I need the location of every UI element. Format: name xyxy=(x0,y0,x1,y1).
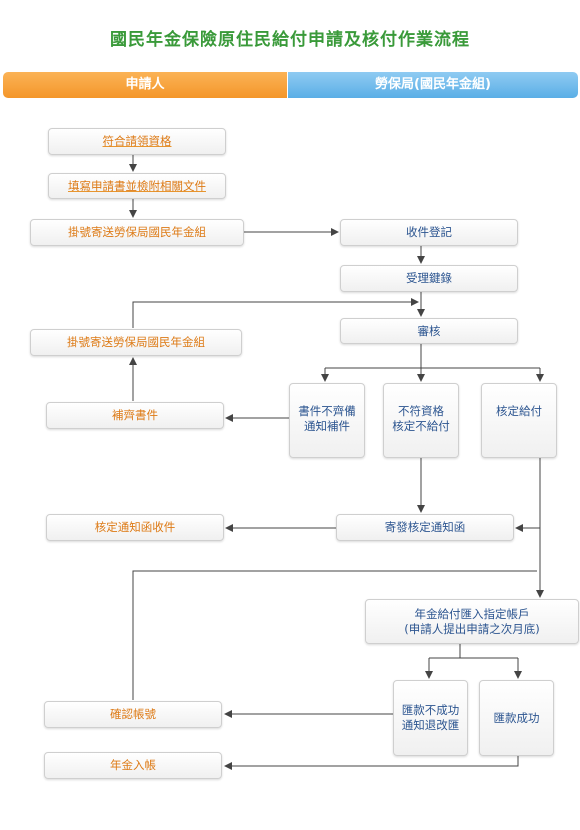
node-remit-fail: 匯款不成功通知退改匯 xyxy=(393,680,468,756)
node-supplement: 補齊書件 xyxy=(46,402,224,429)
node-pension-credited: 年金入帳 xyxy=(44,752,222,779)
remit-fail-line-1: 匯款不成功 xyxy=(401,703,460,717)
arrow-mail2-to-review xyxy=(132,298,419,328)
incomplete-line-2: 通知補件 xyxy=(304,419,350,433)
node-accept-key: 受理鍵錄 xyxy=(340,265,518,292)
node-notice-receive: 核定通知函收件 xyxy=(46,514,224,541)
node-ineligible: 不符資格核定不給付 xyxy=(383,383,459,458)
ineligible-line-2: 核定不給付 xyxy=(392,419,450,433)
lane-header-applicant: 申請人 xyxy=(3,72,287,98)
arrow-approved-to-notice xyxy=(515,458,541,532)
node-eligible: 符合請領資格 xyxy=(48,128,226,155)
node-mail-2: 掛號寄送勞保局國民年金組 xyxy=(30,329,242,356)
node-receive-register: 收件登記 xyxy=(340,219,518,246)
node-remit: 年金給付匯入指定帳戶(申請人提出申請之次月底) xyxy=(365,599,579,644)
remit-line-2: (申請人提出申請之次月底) xyxy=(404,621,540,636)
node-confirm-account: 確認帳號 xyxy=(44,701,222,728)
arrow-confirm-to-remit xyxy=(132,570,537,700)
node-remit-success: 匯款成功 xyxy=(479,680,554,756)
node-approved: 核定給付 xyxy=(481,383,557,458)
node-incomplete: 書件不齊備通知補件 xyxy=(289,383,365,458)
page-title: 國民年金保險原住民給付申請及核付作業流程 xyxy=(110,30,470,50)
node-mail-1: 掛號寄送勞保局國民年金組 xyxy=(30,219,244,246)
node-send-notice: 寄發核定通知函 xyxy=(336,514,514,541)
arrow-success-to-credited xyxy=(224,756,519,770)
node-review: 審核 xyxy=(340,318,518,344)
node-fill-form: 填寫申請書並檢附相關文件 xyxy=(48,173,226,199)
remit-fail-line-2: 通知退改匯 xyxy=(401,718,460,732)
remit-line-1: 年金給付匯入指定帳戶 xyxy=(414,606,530,621)
ineligible-line-1: 不符資格 xyxy=(398,404,444,418)
incomplete-line-1: 書件不齊備 xyxy=(298,404,356,418)
lane-header-bureau: 勞保局(國民年金組) xyxy=(288,72,578,98)
